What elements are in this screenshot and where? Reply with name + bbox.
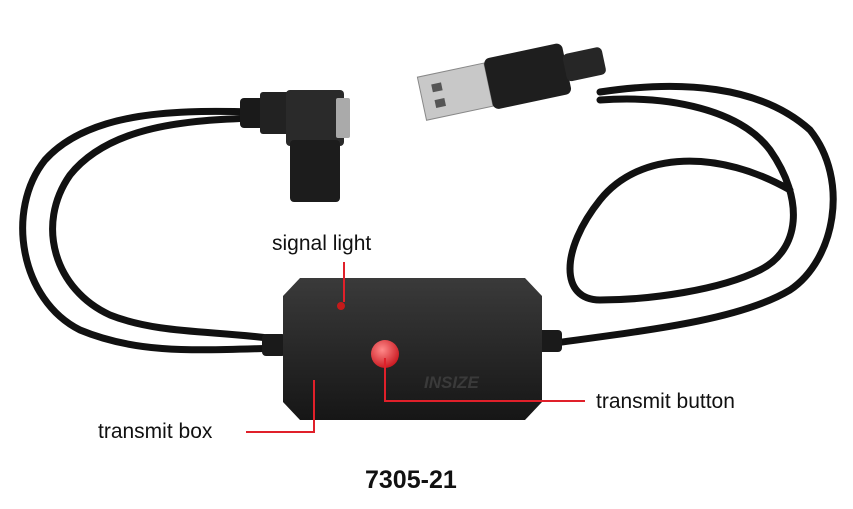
transmit-box-label: transmit box (98, 420, 213, 443)
transmit-button-label: transmit button (596, 390, 735, 413)
brand-logo: INSIZE (424, 373, 479, 392)
micro-usb-connector (240, 90, 350, 202)
left-cable (19, 107, 286, 354)
signal-light (337, 302, 345, 310)
left-strain-relief (262, 334, 286, 356)
model-number: 7305-21 (365, 466, 457, 494)
transmit-box: INSIZE (283, 278, 542, 420)
usb-a-plug (416, 43, 606, 121)
right-cable (536, 82, 837, 349)
callout-lines (246, 262, 585, 433)
transmit-button[interactable] (371, 340, 399, 368)
right-strain-relief (536, 330, 562, 352)
signal-light-label: signal light (272, 232, 372, 255)
